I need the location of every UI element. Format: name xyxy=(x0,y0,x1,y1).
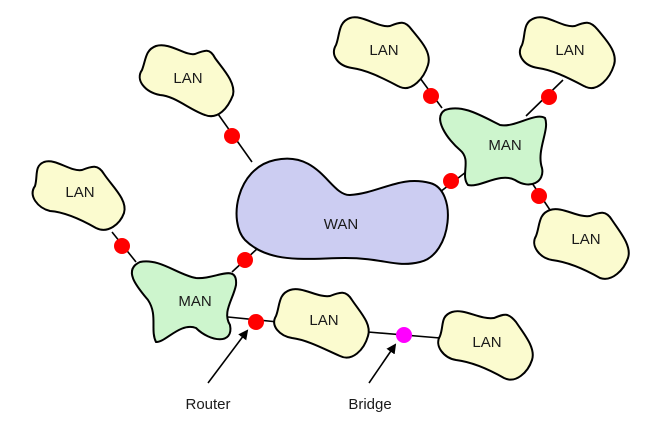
lan-7-shape xyxy=(437,310,534,381)
lan-5-label: LAN xyxy=(571,231,600,248)
router-lan1-wan xyxy=(224,128,240,144)
lan-4-shape xyxy=(519,16,616,90)
wan-label: WAN xyxy=(324,216,358,233)
lan-1-label: LAN xyxy=(173,70,202,87)
router-annotation: Router xyxy=(185,329,249,413)
router-manleft-lan6 xyxy=(248,314,264,330)
bridge-label: Bridge xyxy=(348,396,391,413)
lan-2: LAN xyxy=(31,160,126,231)
router-label: Router xyxy=(185,396,230,413)
man-left-label: MAN xyxy=(178,293,211,310)
wan-cloud: WAN xyxy=(235,157,449,265)
lan-6-shape xyxy=(273,288,370,359)
lan-6-label: LAN xyxy=(309,312,338,329)
bridge-arrow xyxy=(368,343,397,384)
lan-3-label: LAN xyxy=(369,42,398,59)
router-arrow xyxy=(207,329,249,384)
lan-2-label: LAN xyxy=(65,184,94,201)
lan-4-label: LAN xyxy=(555,42,584,59)
man-right: MAN xyxy=(439,107,548,187)
man-left-shape xyxy=(130,260,238,343)
man-right-shape xyxy=(439,107,548,187)
lan-2-shape xyxy=(31,160,126,231)
lan-7-label: LAN xyxy=(472,334,501,351)
devices xyxy=(114,88,557,343)
lan-1: LAN xyxy=(138,44,235,118)
bridge-annotation: Bridge xyxy=(348,343,397,413)
lan-5: LAN xyxy=(533,208,630,280)
man-left: MAN xyxy=(130,260,238,343)
router-manleft-wan xyxy=(237,252,253,268)
router-wan-manright xyxy=(443,173,459,189)
router-lan3-manright xyxy=(423,88,439,104)
router-manright-lan5 xyxy=(531,188,547,204)
wan-shape xyxy=(235,157,449,265)
man-right-label: MAN xyxy=(488,137,521,154)
lan-3-shape xyxy=(333,16,430,90)
lan-3: LAN xyxy=(333,16,430,90)
router-lan2-manleft xyxy=(114,238,130,254)
lan-4: LAN xyxy=(519,16,616,90)
lan-1-shape xyxy=(138,44,235,118)
router-lan4-manright xyxy=(541,89,557,105)
lan-5-shape xyxy=(533,208,630,280)
lan-7: LAN xyxy=(437,310,534,381)
bridge-lan6-lan7 xyxy=(396,327,412,343)
lan-6: LAN xyxy=(273,288,370,359)
